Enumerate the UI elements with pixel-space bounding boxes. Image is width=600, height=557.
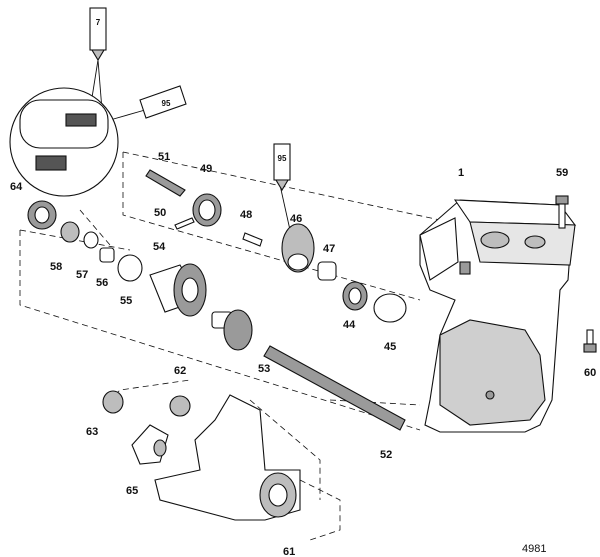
gear-49: [192, 193, 222, 227]
callout-labels: 1 44 45 46 47 48 49 50 51 52 53 54 55 56…: [10, 151, 596, 557]
sealant-tube-95-lower: 95: [273, 143, 291, 192]
screw-59: [555, 195, 569, 229]
sealant-tube-95-upper: 95: [139, 85, 187, 119]
callout-64: 64: [10, 181, 23, 193]
seal-64: [27, 200, 57, 230]
detail-circle-shift-shaft: [9, 87, 119, 197]
tube-label-95-upper: 95: [162, 99, 171, 108]
callout-49: 49: [200, 163, 212, 175]
callout-51: 51: [158, 151, 170, 163]
bearing-carrier-46: [281, 223, 315, 273]
callout-46: 46: [290, 213, 302, 225]
callout-48: 48: [240, 209, 252, 221]
callout-47: 47: [323, 243, 335, 255]
sealant-tube-7: 7: [89, 7, 107, 62]
callout-50: 50: [154, 207, 166, 219]
seal-58: [60, 221, 80, 243]
callout-1: 1: [458, 167, 464, 179]
figure-number: 4981: [522, 543, 546, 555]
pin-48: [242, 232, 263, 247]
callout-52: 52: [380, 449, 392, 461]
nut-62: [169, 395, 191, 417]
bearing-44: [342, 281, 368, 311]
callout-53: 53: [258, 363, 270, 375]
propeller-shaft-52: [263, 345, 406, 431]
callout-59: 59: [556, 167, 568, 179]
bushing-47: [317, 261, 337, 281]
o-ring-55: [117, 254, 143, 282]
gearcase-housing: [419, 199, 577, 433]
tube-label-95-lower: 95: [278, 154, 287, 163]
callout-54: 54: [153, 241, 166, 253]
nut-63: [102, 390, 124, 414]
bushing-56: [99, 247, 115, 263]
pin-50: [174, 217, 195, 230]
spring-51: [145, 169, 186, 197]
callout-45: 45: [384, 341, 396, 353]
callout-57: 57: [76, 269, 88, 281]
callout-63: 63: [86, 426, 98, 438]
screw-60: [583, 329, 597, 353]
callout-58: 58: [50, 261, 62, 273]
callout-62: 62: [174, 365, 186, 377]
bearing-carrier-54: [149, 263, 207, 317]
bushing-57: [83, 231, 99, 249]
ring-45: [373, 293, 407, 323]
forward-gear-53: [211, 309, 253, 351]
callout-44: 44: [343, 319, 356, 331]
callout-65: 65: [126, 485, 138, 497]
callout-56: 56: [96, 277, 108, 289]
thrust-hub-65: [131, 424, 169, 465]
callout-55: 55: [120, 295, 132, 307]
callout-60: 60: [584, 367, 596, 379]
tube-label-7: 7: [96, 18, 101, 27]
callout-61: 61: [283, 546, 295, 557]
propeller-61: [154, 394, 301, 521]
